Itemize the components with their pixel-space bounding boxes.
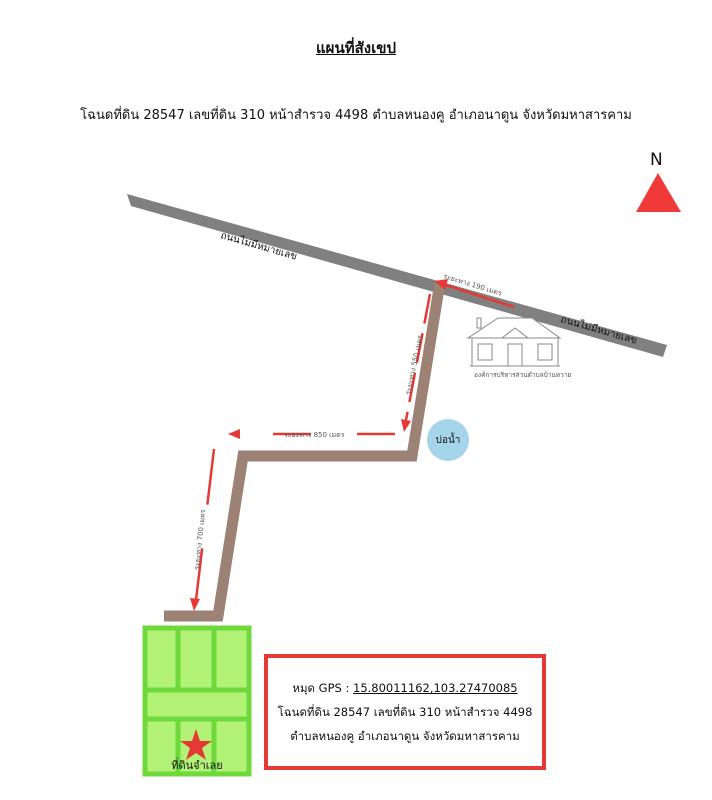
well xyxy=(427,419,469,461)
access-path xyxy=(164,281,446,622)
arrow-190-head xyxy=(434,279,448,290)
main-road xyxy=(127,194,667,357)
gps-info-box: หมุด GPS : 15.80011162,103.27470085 โฉนด… xyxy=(264,654,546,770)
north-arrow-icon xyxy=(636,173,681,212)
gps-line: หมุด GPS : 15.80011162,103.27470085 xyxy=(292,676,517,700)
land-star-icon xyxy=(180,729,212,760)
office-building-icon xyxy=(466,317,562,367)
map-title: แผนที่สังเขป xyxy=(316,39,396,57)
office-label: องค์การบริหารส่วนตำบลบ้านหวาย xyxy=(474,371,571,379)
info-line-location: ตำบลหนองคู อำเภอนาดูน จังหวัดมหาสารคาม xyxy=(290,729,520,743)
arrow-700 xyxy=(194,448,216,601)
gps-value: 15.80011162,103.27470085 xyxy=(353,681,518,695)
gps-label: หมุด GPS : xyxy=(292,681,353,695)
well-label: บ่อน้ำ xyxy=(436,432,461,446)
north-label: N xyxy=(650,150,663,170)
arrow-550 xyxy=(404,293,432,421)
arrow-550-head xyxy=(401,419,411,432)
distance-700-label: ระยะทาง 700 เมตร xyxy=(193,509,207,570)
land-label: ที่ดินจำเลย xyxy=(171,757,222,772)
distance-850-label: ระยะทาง 850 เมตร xyxy=(284,431,345,439)
arrow-190 xyxy=(445,283,515,309)
arrow-700-head xyxy=(190,598,200,611)
arrow-850-head xyxy=(228,429,240,439)
info-line-deed: โฉนดที่ดิน 28547 เลขที่ดิน 310 หน้าสำรวจ… xyxy=(277,705,533,719)
map-subtitle: โฉนดที่ดิน 28547 เลขที่ดิน 310 หน้าสำรวจ… xyxy=(80,108,632,123)
